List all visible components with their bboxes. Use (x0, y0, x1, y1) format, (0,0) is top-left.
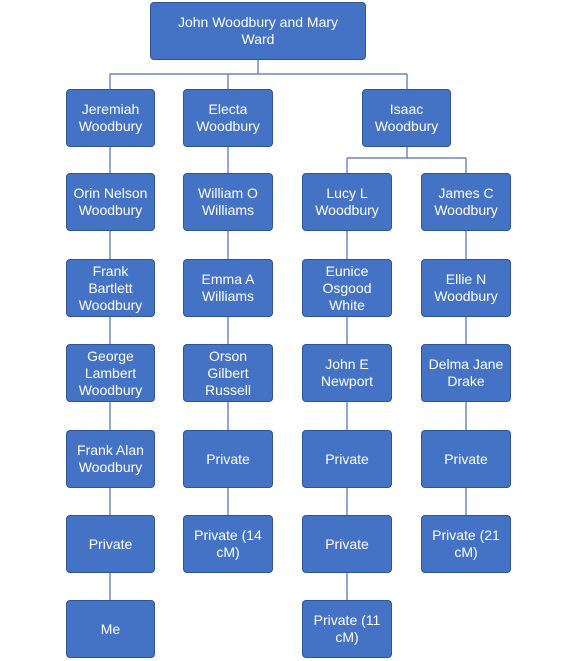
node-frank-alan-woodbury: Frank Alan Woodbury (66, 430, 155, 488)
node-root-couple: John Woodbury and Mary Ward (150, 2, 366, 60)
node-private: Private (302, 515, 392, 573)
node-orson-gilbert-russell: Orson Gilbert Russell (183, 344, 273, 402)
node-eunice-osgood-white: Eunice Osgood White (302, 259, 392, 317)
node-delma-jane-drake: Delma Jane Drake (421, 344, 511, 402)
node-private-21cm: Private (21 cM) (421, 515, 511, 573)
node-william-o-williams: William O Williams (183, 173, 273, 231)
node-private: Private (302, 430, 392, 488)
node-electa-woodbury: Electa Woodbury (183, 89, 273, 147)
node-james-c-woodbury: James C Woodbury (421, 173, 511, 231)
node-ellie-n-woodbury: Ellie N Woodbury (421, 259, 511, 317)
node-orin-nelson-woodbury: Orin Nelson Woodbury (66, 173, 155, 231)
node-me: Me (66, 600, 155, 658)
node-isaac-woodbury: Isaac Woodbury (362, 89, 451, 147)
node-john-e-newport: John E Newport (302, 344, 392, 402)
node-private-14cm: Private (14 cM) (183, 515, 273, 573)
node-emma-a-williams: Emma A Williams (183, 259, 273, 317)
node-lucy-l-woodbury: Lucy L Woodbury (302, 173, 392, 231)
node-jeremiah-woodbury: Jeremiah Woodbury (66, 89, 155, 147)
node-private: Private (66, 515, 155, 573)
node-private-11cm: Private (11 cM) (302, 600, 392, 658)
node-private: Private (183, 430, 273, 488)
node-private: Private (421, 430, 511, 488)
node-george-lambert-woodbury: George Lambert Woodbury (66, 344, 155, 402)
node-frank-bartlett-woodbury: Frank Bartlett Woodbury (66, 259, 155, 317)
